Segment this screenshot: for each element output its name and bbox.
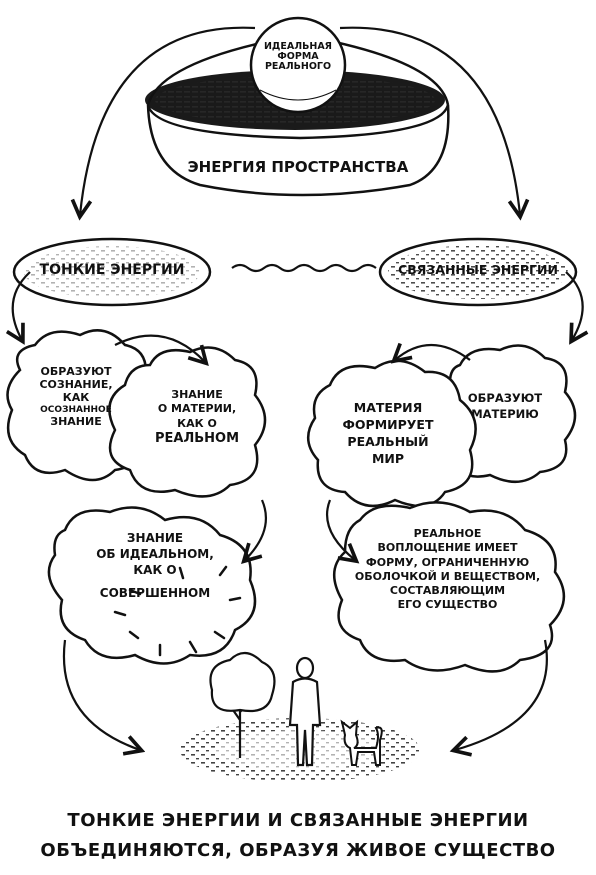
arrow-left-cloud-link — [114, 334, 205, 362]
text-line: Знание — [126, 531, 184, 545]
text-line: реальный — [347, 433, 429, 449]
forms-consciousness-text: Образуют сознание, как осознанное знание — [12, 365, 140, 429]
text-line: Знание — [171, 388, 223, 401]
person-icon — [288, 656, 322, 767]
text-line: Образуют — [40, 365, 112, 378]
ideal-form-sphere — [249, 16, 347, 114]
arrow-top-right — [339, 26, 520, 215]
text-line: осознанное — [40, 404, 112, 415]
text-line: Материя — [353, 400, 423, 415]
arrow-bound-down — [565, 271, 583, 340]
bound-energies-label: Связанные энергии — [398, 262, 558, 277]
text-line: оболочкой и веществом, — [354, 569, 541, 583]
space-energy-field — [145, 33, 450, 197]
text-line: мир — [371, 450, 405, 466]
ideal-form-line: реального — [264, 60, 332, 72]
text-line: Образуют — [467, 391, 543, 405]
knowledge-matter-text: Знание о материи, как о реальном — [132, 388, 262, 448]
cat-icon — [340, 719, 383, 766]
arrow-right-cloud-link — [395, 345, 471, 360]
text-line: о материи, — [157, 402, 237, 416]
bottom-caption-line2: объединяются, образуя живое существо — [40, 840, 556, 861]
bottom-caption-line1: Тонкие энергии и связанные энергии — [67, 810, 529, 831]
arrow-right-bottom — [455, 639, 548, 750]
text-line: об идеальном, — [96, 547, 214, 562]
text-line: сознание, — [39, 378, 113, 392]
cloud-real-embodiment — [333, 501, 566, 673]
forms-matter-text: Образуют материю — [450, 390, 560, 422]
cloud-knowledge-ideal — [47, 506, 257, 665]
matter-world-text: Материя формирует реальный мир — [318, 400, 458, 468]
ideal-form-text: Идеальная форма реального — [262, 42, 334, 72]
text-line: реальном — [154, 430, 240, 446]
text-line: составляющим — [389, 584, 506, 598]
text-line: знание — [50, 415, 102, 429]
text-line: совершенном — [99, 585, 211, 600]
arrow-left-mid-down — [245, 499, 267, 560]
knowledge-ideal-text: Знание об идеальном, как о совершенном — [70, 530, 240, 601]
space-energy-label: Энергия пространства — [187, 158, 409, 176]
arrow-subtle-down — [13, 271, 31, 340]
text-line: его существо — [397, 598, 498, 612]
ideal-form-line: Идеальная — [263, 41, 332, 52]
wave-connector — [231, 263, 377, 273]
text-line: как — [62, 391, 90, 405]
tree-icon — [209, 651, 276, 758]
subtle-energies-ellipse — [12, 237, 212, 307]
text-line: формирует — [342, 416, 434, 432]
arrow-top-left — [80, 26, 256, 215]
text-line: материю — [471, 407, 539, 422]
text-line: как о — [177, 416, 217, 430]
radiating-lines — [113, 565, 242, 657]
cloud-matter-world — [307, 359, 477, 508]
real-embodiment-text: Реальное воплощение имеет форму, огранич… — [345, 527, 550, 613]
text-line: воплощение имеет — [377, 541, 518, 555]
ideal-form-line: форма — [277, 50, 319, 62]
bound-energies-ellipse — [378, 237, 578, 307]
arrow-left-bottom — [62, 639, 140, 750]
cloud-knowledge-matter — [108, 346, 267, 498]
text-line: как о — [133, 563, 177, 578]
arrow-right-mid-down — [325, 499, 355, 560]
text-line: форму, ограниченную — [365, 555, 530, 569]
text-line: Реальное — [413, 527, 482, 540]
subtle-energies-label: Тонкие энергии — [39, 262, 185, 278]
